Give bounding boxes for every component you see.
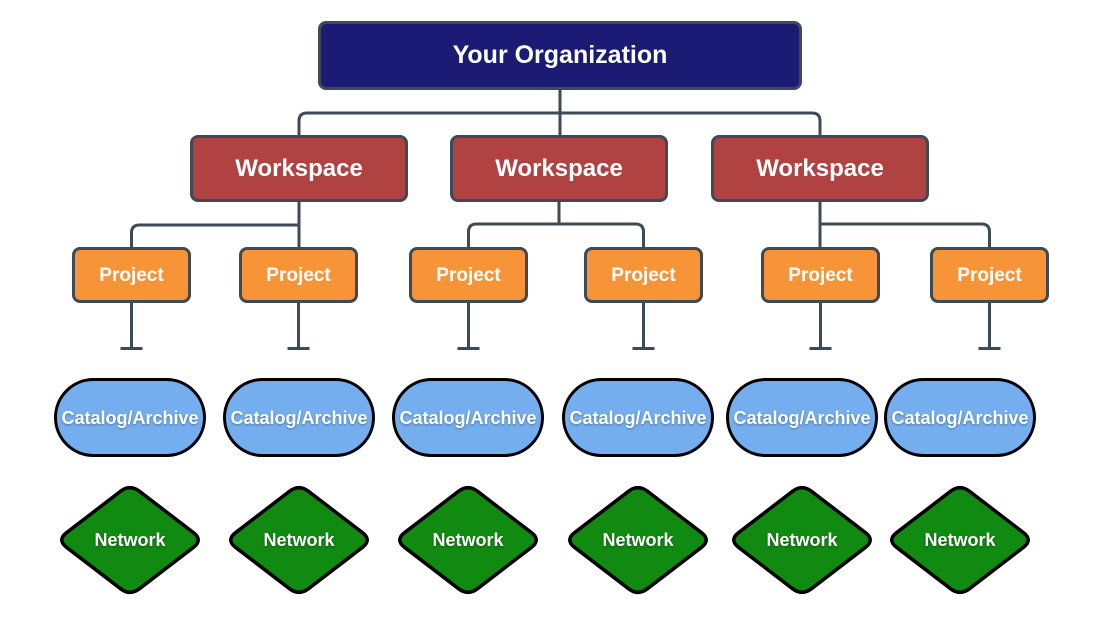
catalog-label: Catalog/Archive — [61, 407, 199, 428]
connector-workspace3-branch — [820, 222, 991, 247]
connector-project2-tbar — [287, 303, 310, 350]
network-node-3: Network — [393, 482, 543, 598]
workspace-node-1: Workspace — [190, 135, 408, 202]
network-node-2: Network — [224, 482, 374, 598]
network-label: Network — [94, 530, 166, 550]
project-label: Project — [99, 264, 164, 286]
connector-project3-tbar — [457, 303, 480, 350]
project-label: Project — [788, 264, 853, 286]
catalog-node-3: Catalog/Archive — [392, 378, 544, 457]
organization-node: Your Organization — [318, 21, 802, 90]
network-label: Network — [602, 530, 674, 550]
catalog-label: Catalog/Archive — [230, 407, 368, 428]
connector-org-branch — [297, 111, 822, 135]
network-node-5: Network — [727, 482, 877, 598]
network-label: Network — [766, 530, 838, 550]
catalog-node-2: Catalog/Archive — [223, 378, 375, 457]
connector-workspace2-branch — [467, 222, 645, 247]
connector-project1-tbar — [120, 303, 143, 350]
project-node-1: Project — [72, 247, 191, 303]
project-label: Project — [957, 264, 1022, 286]
catalog-node-5: Catalog/Archive — [726, 378, 878, 457]
connector-project4-tbar — [632, 303, 655, 350]
connector-project5-tbar — [809, 303, 832, 350]
network-label: Network — [263, 530, 335, 550]
network-node-4: Network — [563, 482, 713, 598]
project-node-2: Project — [239, 247, 358, 303]
organization-label: Your Organization — [452, 41, 668, 69]
workspace-node-2: Workspace — [450, 135, 668, 202]
catalog-label: Catalog/Archive — [569, 407, 707, 428]
catalog-node-1: Catalog/Archive — [54, 378, 206, 457]
workspace-label: Workspace — [495, 154, 623, 182]
project-node-3: Project — [409, 247, 528, 303]
catalog-label: Catalog/Archive — [399, 407, 537, 428]
project-label: Project — [436, 264, 501, 286]
project-node-5: Project — [761, 247, 880, 303]
network-node-1: Network — [55, 482, 205, 598]
catalog-node-6: Catalog/Archive — [884, 378, 1036, 457]
project-node-4: Project — [584, 247, 703, 303]
workspace-label: Workspace — [235, 154, 363, 182]
connector-project6-tbar — [978, 303, 1001, 350]
catalog-label: Catalog/Archive — [891, 407, 1029, 428]
network-label: Network — [924, 530, 996, 550]
project-label: Project — [266, 264, 331, 286]
connector-workspace1-branch — [130, 223, 299, 247]
workspace-label: Workspace — [756, 154, 884, 182]
network-label: Network — [432, 530, 504, 550]
project-node-6: Project — [930, 247, 1049, 303]
catalog-label: Catalog/Archive — [733, 407, 871, 428]
workspace-node-3: Workspace — [711, 135, 929, 202]
project-label: Project — [611, 264, 676, 286]
network-node-6: Network — [885, 482, 1035, 598]
catalog-node-4: Catalog/Archive — [562, 378, 714, 457]
